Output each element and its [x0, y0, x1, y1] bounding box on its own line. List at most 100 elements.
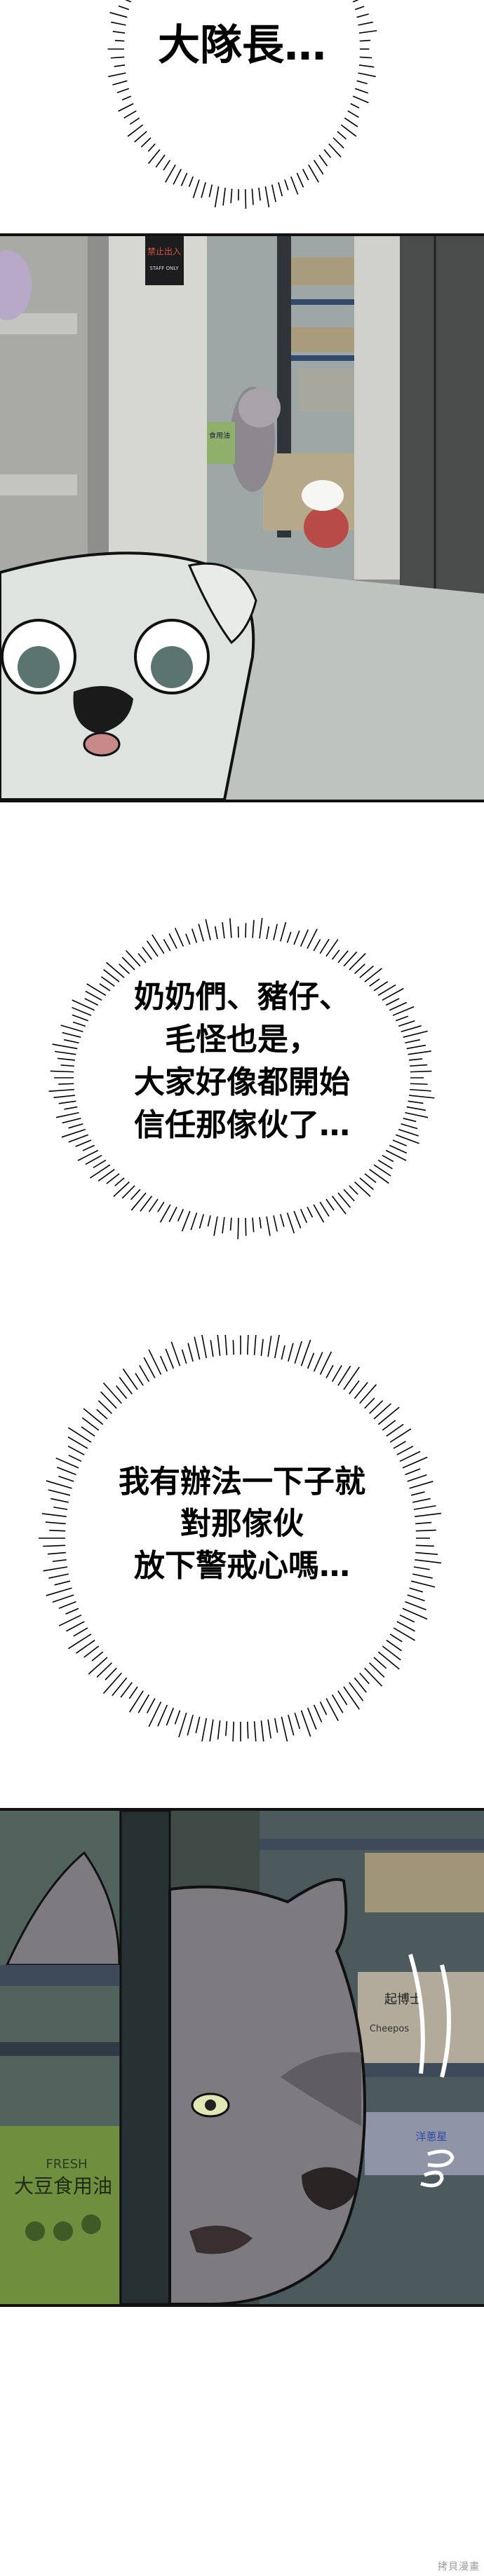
- burst-line: [377, 984, 396, 996]
- burst-line: [319, 938, 330, 954]
- burst-line: [386, 1639, 402, 1652]
- burst-line: [412, 1573, 433, 1579]
- burst-line: [214, 186, 220, 207]
- burst-line: [293, 1210, 302, 1228]
- small-dog-red-shirt: [304, 506, 349, 548]
- burst-line: [83, 1645, 100, 1658]
- burst-line: [105, 1667, 117, 1680]
- burst-line: [66, 1621, 85, 1632]
- burst-line: [108, 72, 126, 78]
- burst-line: [181, 1210, 191, 1232]
- burst-line: [170, 1341, 181, 1366]
- burst-line: [201, 1718, 208, 1741]
- burst-line: [274, 1335, 280, 1359]
- burst-line: [147, 149, 161, 165]
- burst-line: [393, 1441, 406, 1449]
- burst-line: [81, 1426, 95, 1437]
- burst-line: [67, 1436, 88, 1449]
- burst-line: [344, 117, 358, 128]
- burst-line: [209, 1719, 214, 1741]
- burst-line: [96, 1409, 108, 1420]
- burst-line: [349, 1380, 360, 1395]
- burst-line: [129, 117, 140, 125]
- burst-line: [49, 1529, 66, 1532]
- burst-line: [63, 1039, 79, 1044]
- burst-line: [58, 1100, 76, 1104]
- box-brand: FRESH: [46, 2157, 87, 2172]
- panel-illustration-storeroom: 食用油 禁止出入 STAFF ONLY: [0, 236, 484, 800]
- burst-line: [147, 143, 156, 152]
- burst-line: [343, 1188, 355, 1202]
- burst-line: [337, 1690, 348, 1706]
- burst-line: [337, 950, 349, 964]
- burst-line: [168, 933, 177, 949]
- pug-nose: [73, 686, 133, 734]
- burst-line: [48, 1573, 69, 1579]
- burst-line: [253, 1721, 257, 1741]
- burst-line: [318, 154, 328, 167]
- burst-line: [62, 1032, 81, 1038]
- speech-line: 毛怪也是，: [165, 1022, 319, 1057]
- comic-panel-storeroom: 食用油 禁止出入 STAFF ONLY: [0, 233, 484, 802]
- burst-line: [251, 189, 254, 205]
- burst-line: [354, 964, 365, 974]
- speech-text-3: 我有辦法一下子就 對那傢伙 放下警戒心嗎…: [0, 1461, 484, 1587]
- burst-line: [340, 124, 357, 137]
- burst-line: [195, 1716, 201, 1734]
- carton-label-1: 起博士: [384, 1992, 422, 2007]
- burst-line: [140, 1195, 153, 1212]
- burst-line: [286, 931, 292, 943]
- burst-line: [264, 186, 270, 207]
- burst-line: [58, 1601, 76, 1609]
- burst-line: [135, 1373, 144, 1386]
- burst-line: [260, 1720, 264, 1741]
- burst-line: [354, 1181, 371, 1198]
- burst-line: [41, 1513, 67, 1517]
- speech-line: 大隊長…: [158, 21, 326, 70]
- burst-line: [114, 1177, 125, 1186]
- burst-line: [373, 1403, 391, 1420]
- second-dog-ear: [5, 1851, 121, 1966]
- speech-line: 對那傢伙: [180, 1506, 304, 1542]
- burst-line: [100, 1391, 117, 1409]
- burst-line: [354, 6, 365, 11]
- burst-line: [137, 1694, 150, 1713]
- burst-line: [188, 176, 194, 187]
- burst-line: [112, 80, 128, 85]
- burst-line: [392, 1139, 408, 1146]
- burst-line: [47, 1551, 66, 1555]
- burst-line: [409, 1587, 424, 1593]
- burst-line: [267, 1719, 271, 1739]
- burst-line: [343, 1686, 360, 1710]
- burst-line: [266, 926, 270, 940]
- burst-line: [415, 1544, 434, 1547]
- burst-line: [389, 1144, 408, 1154]
- burst-line: [190, 1212, 198, 1231]
- panel-illustration-peeking-dog: FRESH 大豆食用油 起博士 Cheepos 洋蔥星: [0, 1811, 484, 2304]
- burst-line: [43, 1566, 68, 1572]
- burst-line: [405, 1039, 421, 1044]
- speech-line: 我有辦法一下子就: [119, 1464, 365, 1500]
- burst-line: [163, 159, 171, 171]
- burst-line: [386, 1423, 404, 1437]
- burst-line: [308, 164, 319, 183]
- burst-line: [410, 1064, 428, 1067]
- burst-line: [112, 31, 126, 34]
- burst-line: [398, 1020, 415, 1027]
- burst-line: [382, 1645, 401, 1661]
- burst-line: [337, 1365, 351, 1386]
- burst-line: [187, 1714, 194, 1736]
- burst-line: [84, 998, 99, 1006]
- burst-line: [83, 1408, 104, 1425]
- burst-line: [415, 1559, 442, 1564]
- burst-line: [114, 64, 126, 67]
- burst-line: [409, 1481, 433, 1489]
- burst-line: [53, 1506, 68, 1510]
- burst-line: [106, 961, 125, 978]
- carton-label-3: 洋蔥星: [415, 2130, 447, 2143]
- burst-line: [331, 1364, 342, 1383]
- burst-line: [76, 1639, 95, 1654]
- speech-text-2: 奶奶們、豬仔、 毛怪也是， 大家好像都開始 信任那傢伙了…: [0, 975, 484, 1146]
- burst-line: [352, 95, 369, 104]
- shelf-top: [0, 1965, 123, 1986]
